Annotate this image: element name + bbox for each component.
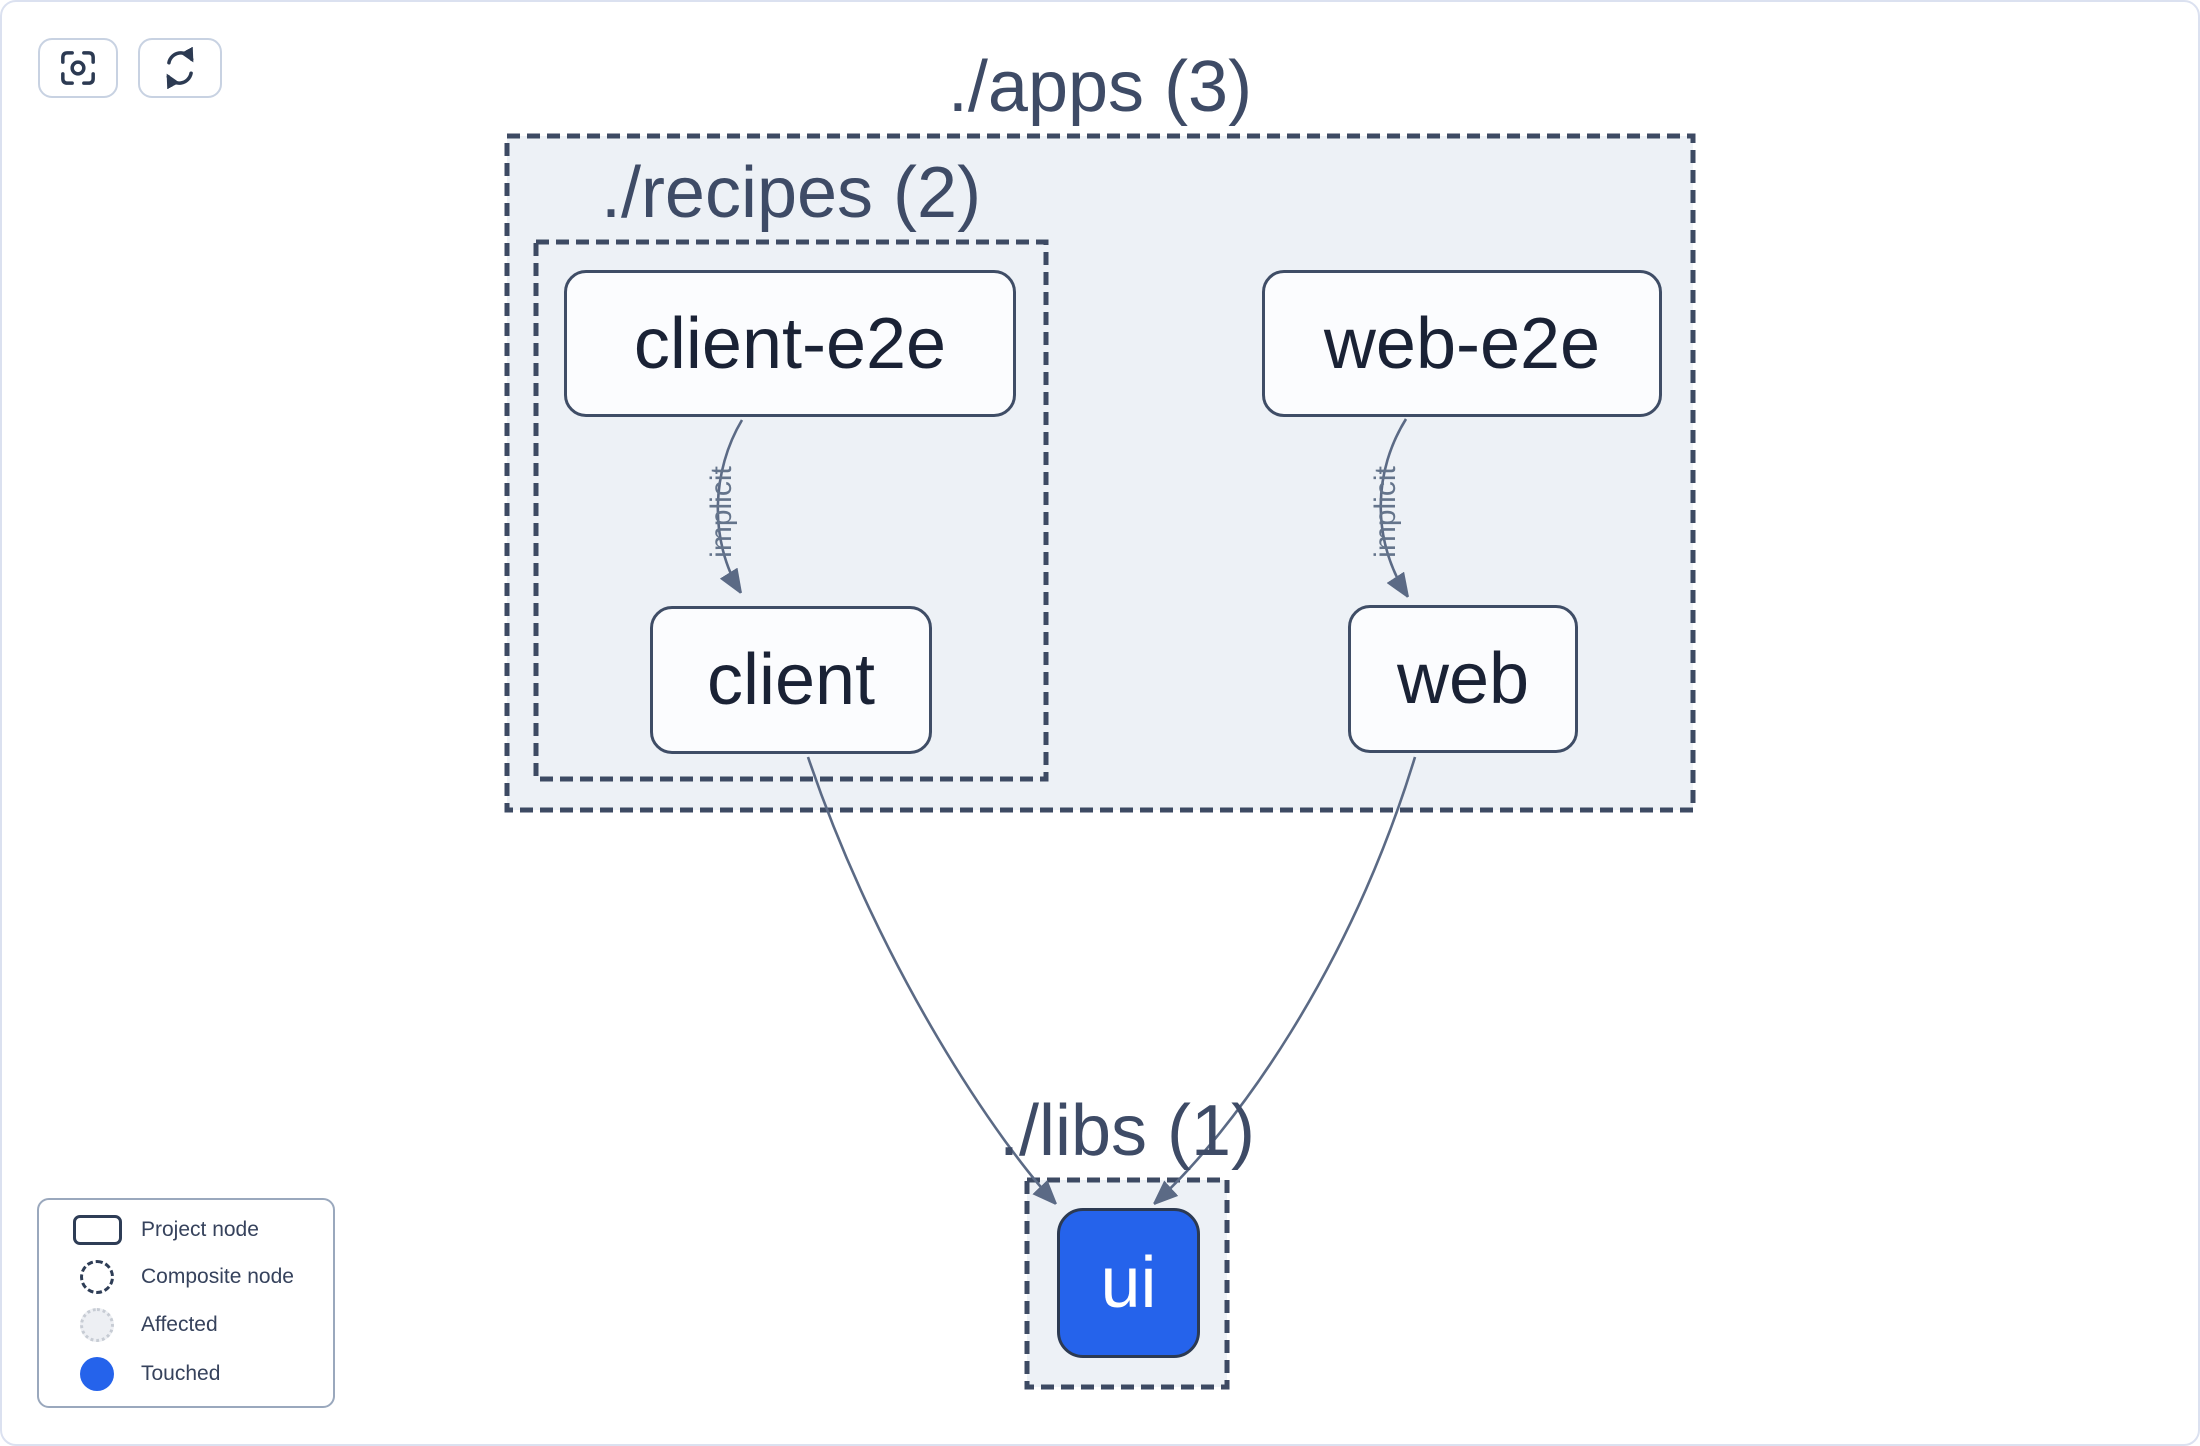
edge-client-e2e-to-client bbox=[716, 419, 744, 593]
graph-toolbar bbox=[38, 38, 222, 98]
node-ui[interactable]: ui bbox=[1057, 1208, 1200, 1358]
legend: Project node Composite node Affected Tou… bbox=[37, 1198, 335, 1408]
touched-shape bbox=[80, 1356, 114, 1391]
legend-label: Touched bbox=[141, 1361, 221, 1385]
group-label-apps: ./apps (3) bbox=[947, 47, 1253, 127]
edge-web-e2e-to-web bbox=[1379, 418, 1408, 597]
edge-client-to-ui bbox=[806, 756, 1056, 1204]
node-web[interactable]: web bbox=[1348, 605, 1578, 753]
node-client[interactable]: client bbox=[650, 606, 932, 754]
edge-web-to-ui bbox=[1154, 756, 1417, 1204]
group-label-recipes: ./recipes (2) bbox=[600, 153, 982, 233]
center-graph-button[interactable] bbox=[38, 38, 118, 98]
legend-label: Project node bbox=[141, 1218, 259, 1242]
project-node-shape bbox=[72, 1215, 122, 1246]
legend-label: Composite node bbox=[141, 1264, 294, 1288]
legend-item-touched: Touched bbox=[39, 1356, 333, 1391]
legend-item-composite-node: Composite node bbox=[39, 1259, 333, 1294]
node-client-e2e[interactable]: client-e2e bbox=[564, 270, 1016, 417]
focus-icon bbox=[61, 51, 95, 85]
group-label-libs: ./libs (1) bbox=[998, 1091, 1256, 1171]
refresh-button[interactable] bbox=[138, 38, 222, 98]
edge-label-implicit-web: implicit bbox=[1369, 466, 1402, 558]
affected-shape bbox=[80, 1308, 114, 1343]
composite-node-shape bbox=[80, 1259, 114, 1294]
node-web-e2e[interactable]: web-e2e bbox=[1262, 270, 1662, 417]
edge-label-implicit-client: implicit bbox=[705, 466, 738, 558]
legend-item-affected: Affected bbox=[39, 1308, 333, 1343]
refresh-icon bbox=[166, 47, 194, 89]
legend-label: Affected bbox=[141, 1313, 218, 1337]
legend-item-project-node: Project node bbox=[39, 1215, 333, 1246]
